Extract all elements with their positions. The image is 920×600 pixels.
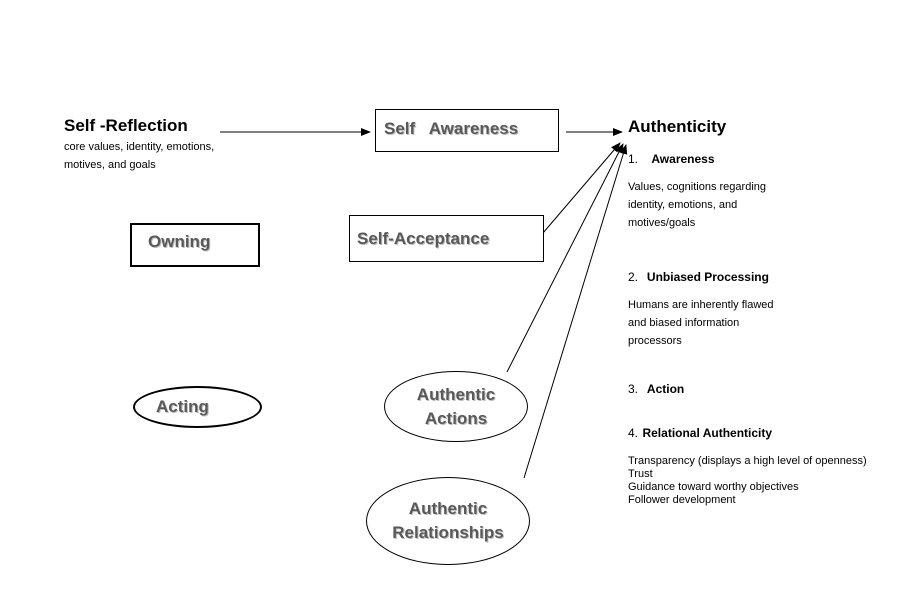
arrow-acceptance-to-authenticity [542,142,621,234]
component-1-line-3: motives/goals [628,217,696,229]
authentic-relationships-ellipse: Authentic Relationships [366,477,530,565]
authentic-actions-ellipse: Authentic Actions [384,371,528,442]
component-2-line-2: and biased information [628,317,740,329]
component-1-description: Values, cognitions regarding identity, e… [628,178,766,232]
component-1-line-1: Values, cognitions regarding [628,181,766,193]
component-1-number: 1. [628,152,639,166]
component-2-line-3: processors [628,335,682,347]
component-1-line-2: identity, emotions, and [628,199,738,211]
component-4-line-4: Follower development [628,494,736,506]
owning-label: Owning [148,232,211,251]
component-3-heading: Action [646,382,685,396]
component-2: 2. Unbiased Processing [628,268,769,286]
component-4-line-2: Trust [628,468,653,480]
authentic-actions-line-2: Actions [424,408,488,428]
component-2-line-1: Humans are inherently flawed [628,299,774,311]
acting-label: Acting [156,397,209,416]
arrow-actions-to-authenticity [506,143,624,373]
authentic-actions-line-1: Authentic [416,384,496,404]
component-1: 1. Awareness [628,150,715,168]
self-awareness-label: Self Awareness [384,119,519,138]
authentic-relationships-line-2: Relationships [392,523,504,542]
self-awareness-box: Self Awareness [375,109,559,152]
authentic-relationships-line-1: Authentic [408,499,488,518]
component-2-heading: Unbiased Processing [646,270,769,284]
authenticity-title: Authenticity [628,117,727,136]
acting-ellipse: Acting [133,386,262,428]
component-4: 4. Relational Authenticity [628,424,772,442]
owning-box: Owning [130,223,260,267]
self-reflection-block: Self -Reflection core values, identity, … [64,116,214,174]
component-2-number: 2. [628,270,639,284]
component-4-description: Transparency (displays a high level of o… [628,455,867,507]
component-4-heading: Relational Authenticity [642,426,773,440]
self-reflection-title: Self -Reflection [64,116,188,135]
component-4-number: 4. [628,426,639,440]
self-reflection-line-1: core values, identity, emotions, [64,141,215,153]
component-3-number: 3. [628,382,639,396]
self-acceptance-box: Self-Acceptance [349,215,544,262]
component-2-description: Humans are inherently flawed and biased … [628,296,774,350]
component-1-heading: Awareness [651,152,715,166]
component-4-line-3: Guidance toward worthy objectives [628,481,799,493]
self-reflection-line-2: motives, and goals [64,159,156,171]
self-acceptance-label: Self-Acceptance [357,229,490,248]
arrow-relationships-to-authenticity [523,144,628,479]
component-3: 3. Action [628,380,684,398]
component-4-line-1: Transparency (displays a high level of o… [628,455,867,467]
